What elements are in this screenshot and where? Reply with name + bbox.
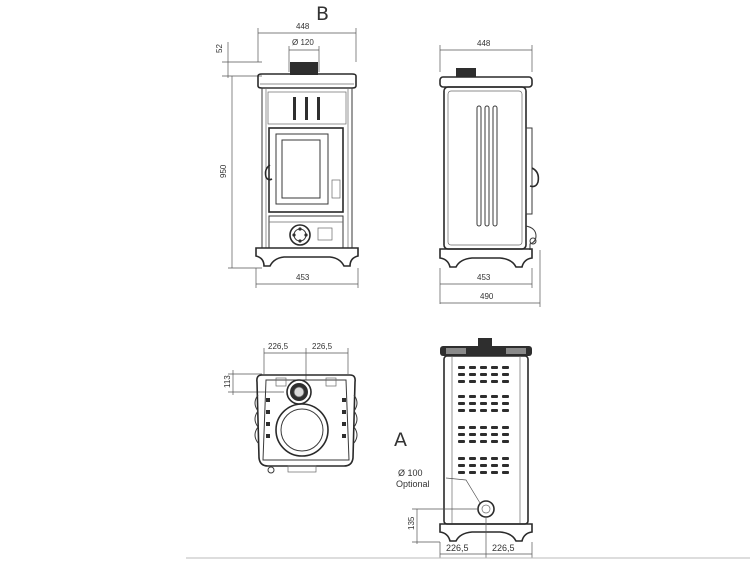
dim-side-base-width: 453 [477,273,491,282]
dim-front-base-width: 453 [296,273,310,282]
front-view: B 448 Ø 120 52 950 [215,3,359,288]
dim-rear-right-half: 226,5 [492,543,515,553]
dim-top-flue-offset: 113 [223,375,232,388]
rear-view: A Ø 100 O [394,338,533,558]
dim-top-right-half: 226,5 [312,342,333,351]
dim-flue-diameter: Ø 120 [292,38,314,47]
dim-front-top-height: 52 [215,44,224,53]
label-air-inlet-diameter: Ø 100 [398,468,423,478]
side-door-handle [529,167,540,188]
side-view: 448 453 490 [439,39,541,307]
rear-vent-slots [458,366,509,474]
rear-flue-collar [478,338,492,346]
dim-top-left-half: 226,5 [268,342,289,351]
rear-air-inlet [477,500,495,518]
air-regulator-knob [289,224,311,246]
dim-side-top-width: 448 [477,39,491,48]
side-top-plate [439,76,533,88]
dim-rear-left-half: 226,5 [446,543,469,553]
side-base [439,248,533,268]
door-glass [281,139,321,199]
dim-front-top-width: 448 [296,22,310,31]
top-hotplate [275,403,329,457]
top-plate [257,73,357,89]
top-body-outline [256,374,356,467]
flue-collar [290,62,318,75]
side-flue-collar [456,68,476,77]
dim-front-height: 950 [219,164,228,178]
door-handle [264,164,273,181]
view-label-a: A [394,429,407,451]
fire-door [268,127,344,213]
top-view: 226,5 226,5 113 [223,342,358,474]
side-knob-profile [525,225,537,250]
rear-base [439,523,533,542]
dim-rear-inlet-height: 135 [407,516,416,530]
label-air-inlet-note: Optional [396,479,430,489]
dim-side-overall-depth: 490 [480,292,494,301]
view-label-b: B [316,3,329,25]
base-feet [255,247,359,267]
